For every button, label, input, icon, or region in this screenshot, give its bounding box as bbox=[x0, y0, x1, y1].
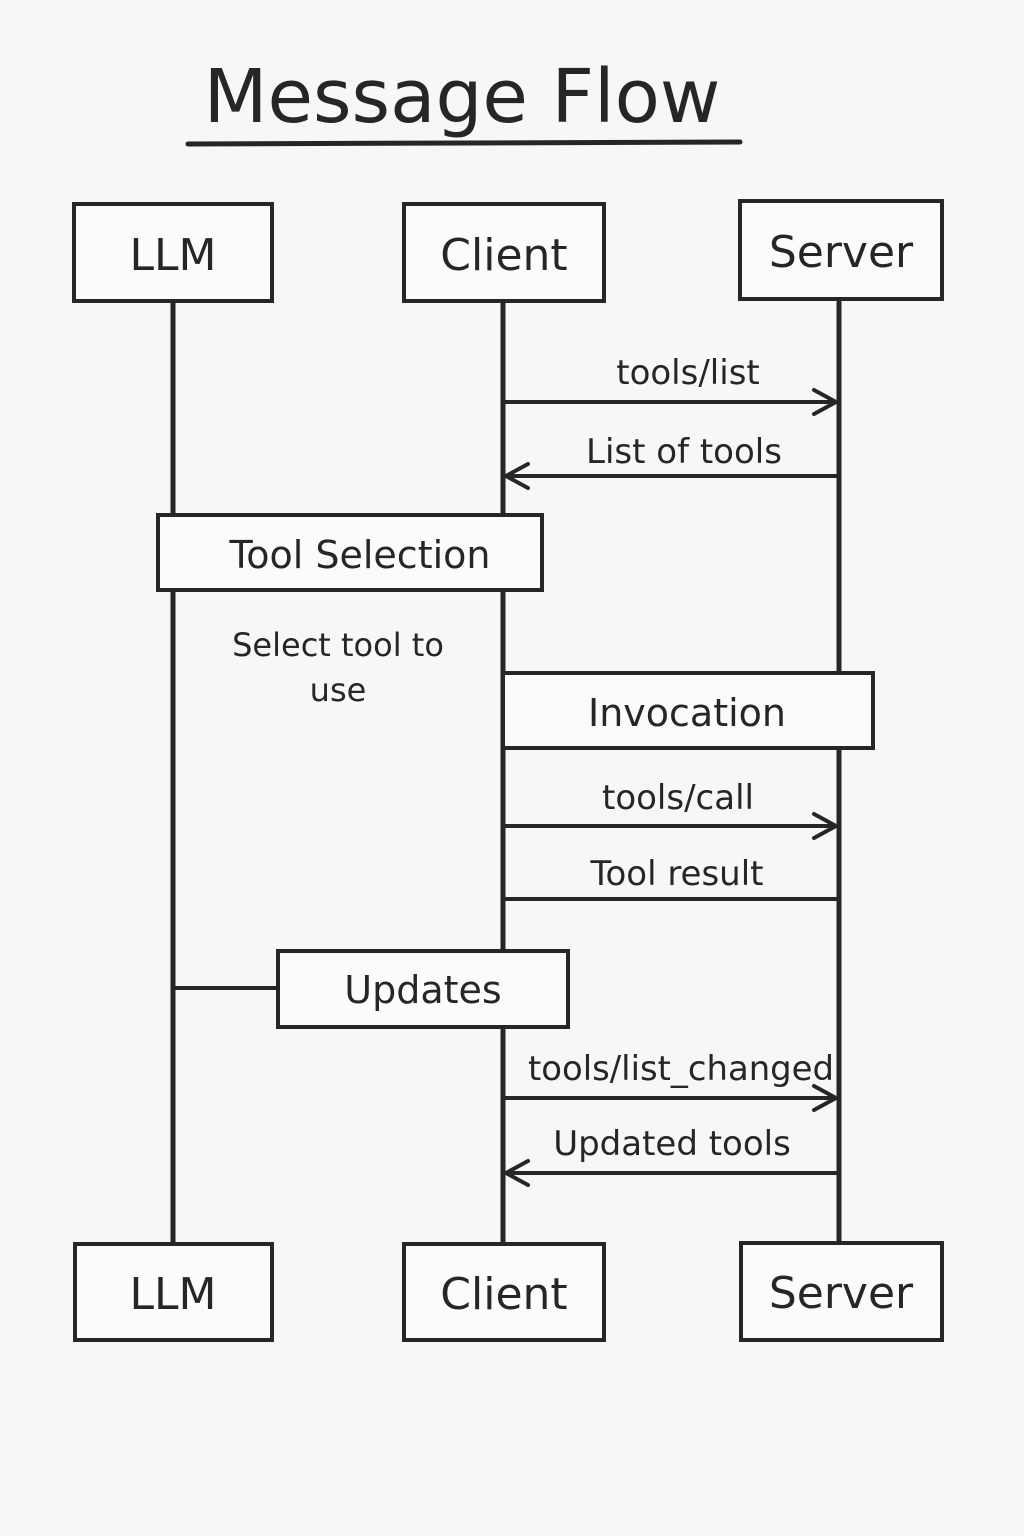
note-select-tool-line1: Select tool to bbox=[232, 626, 444, 664]
message-label-tools-call: tools/call bbox=[602, 778, 754, 818]
participant-client-top: Client bbox=[402, 202, 606, 303]
frame-invocation: Invocation bbox=[501, 671, 875, 750]
message-label-tools-list: tools/list bbox=[616, 353, 760, 393]
participant-client-bottom-label: Client bbox=[440, 1269, 567, 1320]
message-label-list-of-tools: List of tools bbox=[586, 432, 782, 472]
message-arrow-tools-list bbox=[503, 388, 838, 416]
frame-tool-selection-label: Tool Selection bbox=[228, 533, 490, 577]
message-arrow-list-of-tools bbox=[504, 462, 839, 490]
participant-llm-bottom-label: LLM bbox=[130, 1269, 217, 1320]
participant-llm-label: LLM bbox=[130, 230, 217, 281]
participant-client-label: Client bbox=[440, 230, 567, 281]
message-label-tool-result: Tool result bbox=[589, 854, 763, 894]
participant-llm-top: LLM bbox=[72, 202, 274, 303]
participant-server-bottom-label: Server bbox=[769, 1268, 914, 1319]
title-underline bbox=[185, 139, 743, 147]
message-label-tools-list-changed: tools/list_changed bbox=[528, 1049, 834, 1089]
participant-client-bottom: Client bbox=[402, 1242, 606, 1342]
frame-updates: Updates bbox=[276, 949, 570, 1029]
diagram-title: Message Flow bbox=[204, 54, 721, 140]
message-label-updated-tools: Updated tools bbox=[553, 1124, 791, 1164]
message-arrow-tools-call bbox=[503, 812, 838, 840]
frame-invocation-label: Invocation bbox=[588, 691, 786, 735]
frame-updates-label: Updates bbox=[344, 968, 501, 1012]
participant-server-label: Server bbox=[769, 227, 914, 278]
participant-llm-bottom: LLM bbox=[73, 1242, 274, 1342]
frame-tool-selection: Tool Selection bbox=[156, 513, 544, 592]
participant-server-top: Server bbox=[738, 199, 944, 301]
participant-server-bottom: Server bbox=[739, 1241, 944, 1342]
note-select-tool-line2: use bbox=[310, 671, 367, 709]
message-arrow-tools-list-changed bbox=[503, 1084, 838, 1112]
message-arrow-updated-tools bbox=[504, 1159, 839, 1187]
